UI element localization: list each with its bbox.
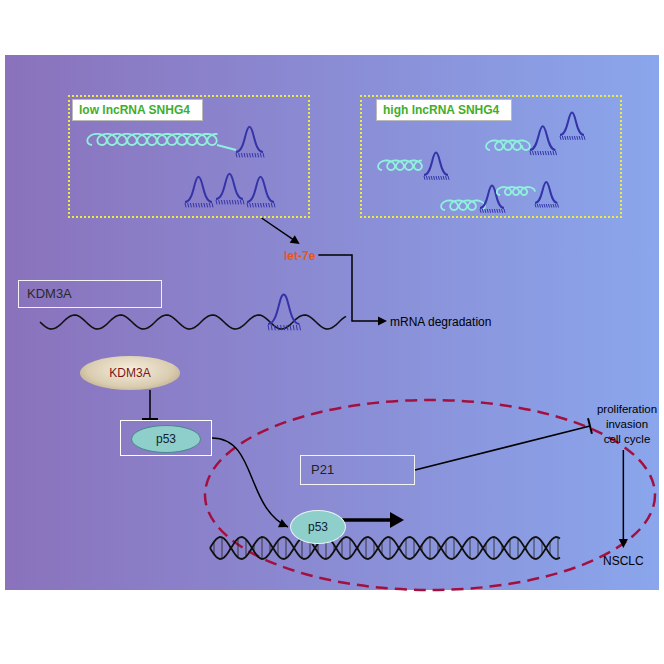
arrowhead — [290, 235, 300, 244]
gene-box: P21 — [300, 455, 415, 485]
mirna-teeth — [424, 176, 449, 180]
mirna-hairpin — [480, 186, 504, 208]
inhibition-bar — [588, 418, 592, 434]
dotted-group-box: high lncRNA SNHG4 — [360, 95, 622, 218]
connector-line — [262, 218, 295, 241]
connector-line — [623, 450, 625, 542]
connector-line — [415, 426, 590, 470]
connector — [262, 218, 300, 244]
node-text: let-7e — [284, 249, 315, 263]
lncrna-strand — [378, 160, 422, 170]
generated-strokes — [40, 113, 585, 559]
mirna-hairpin — [424, 153, 448, 175]
dna-strand — [210, 537, 560, 559]
background-panel — [5, 55, 659, 590]
transcription-arrow — [338, 520, 392, 538]
mirna-label: let-7e — [284, 246, 315, 264]
mirna-teeth — [535, 204, 559, 208]
mirna-teeth — [236, 153, 264, 157]
mirna-hairpin — [560, 113, 584, 135]
protein-box: p53 — [120, 420, 212, 456]
connector-line — [318, 255, 381, 321]
connector-line — [149, 390, 151, 419]
mirna-hairpin — [535, 182, 558, 203]
lncrna-strand — [441, 200, 485, 210]
node-text: P21 — [301, 456, 414, 484]
transcription-arrowhead — [390, 512, 404, 528]
mirna-teeth — [247, 203, 275, 207]
node-text: proliferation invasion cell cycle — [596, 402, 658, 447]
connector — [212, 438, 288, 527]
dotted-group-box: low lncRNA SNHG4 — [68, 95, 310, 218]
arrowhead — [619, 539, 628, 548]
node-text: KDM3A — [80, 356, 180, 390]
protein-ellipse: KDM3A — [80, 356, 180, 390]
mirna-hairpin — [530, 126, 556, 150]
mirna-hairpin — [185, 177, 212, 202]
outcome-label: proliferation invasion cell cycle — [596, 402, 658, 447]
mirna-hairpin — [216, 174, 243, 199]
connector-line — [212, 438, 288, 527]
node-text: low lncRNA SNHG4 — [72, 99, 203, 121]
outcome-label: mRNA degradation — [390, 312, 491, 330]
arrowhead — [278, 519, 288, 527]
mirna-teeth — [530, 151, 557, 155]
nucleus-outline — [205, 400, 655, 590]
mirna-teeth — [216, 200, 244, 204]
lncrna-strand — [497, 187, 535, 195]
node-text: NSCLC — [603, 554, 644, 568]
node-text: high lncRNA SNHG4 — [376, 99, 512, 121]
dna-rungs — [214, 537, 558, 559]
connector — [318, 255, 387, 326]
lncrna-strand — [217, 145, 236, 150]
mirna-hairpin — [236, 127, 263, 152]
lncrna-strand — [87, 134, 217, 145]
mirna-teeth — [560, 136, 585, 140]
connector — [619, 450, 628, 548]
node-text: p53 — [291, 511, 345, 543]
mirna-hairpin — [268, 295, 300, 324]
protein-ellipse: p53 — [290, 510, 346, 544]
node-text: p53 — [131, 425, 201, 453]
mirna-teeth — [268, 325, 301, 330]
connector — [415, 418, 592, 470]
mirna-teeth — [185, 203, 213, 207]
node-text: mRNA degradation — [390, 315, 491, 329]
node-text: KDM3A — [19, 281, 161, 307]
outcome-label: NSCLC — [603, 551, 644, 569]
lncrna-strand — [486, 140, 530, 150]
dna-strand — [210, 537, 560, 559]
connector — [142, 390, 158, 419]
mirna-teeth — [480, 209, 505, 213]
arrowhead — [378, 317, 387, 326]
gene-box: KDM3A — [18, 280, 162, 308]
mirna-hairpin — [247, 177, 274, 202]
